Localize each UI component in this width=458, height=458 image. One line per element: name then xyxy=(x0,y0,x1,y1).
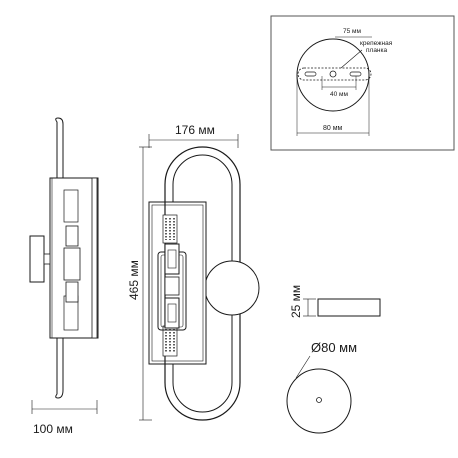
front-canopy xyxy=(204,260,260,316)
side-led-strip-top xyxy=(63,189,79,223)
canopy-side-view: 25 мм xyxy=(289,285,381,318)
side-socket-top xyxy=(65,225,79,247)
plate-caption-line2: планка xyxy=(366,47,388,54)
mounting-center-hole xyxy=(329,70,337,78)
diameter-leader xyxy=(295,355,311,379)
front-view: 176 мм 465 мм xyxy=(127,123,260,421)
side-canopy xyxy=(29,235,45,283)
side-socket-bottom xyxy=(65,281,79,303)
side-back-plate xyxy=(91,177,98,339)
width-label: 176 мм xyxy=(175,123,215,137)
plate-caption-line1: крепежная xyxy=(360,40,393,47)
mounting-slot-left xyxy=(304,71,317,77)
side-view: 100 мм xyxy=(29,117,99,436)
detail-canopy-circle xyxy=(296,38,370,112)
mounting-slot-right xyxy=(349,71,362,77)
canopy-top-circle xyxy=(286,368,352,434)
canopy-height-label: 25 мм xyxy=(289,285,303,318)
canopy-side-rect xyxy=(317,298,381,317)
plate-length-label: 75 мм xyxy=(343,28,362,35)
front-led-top xyxy=(162,214,178,244)
front-socket-bottom xyxy=(164,297,180,329)
canopy-top-view: Ø80 мм xyxy=(286,340,357,434)
depth-label: 100 мм xyxy=(33,422,73,436)
height-label: 465 мм xyxy=(127,260,141,300)
plate-leader-line xyxy=(340,49,363,69)
mounting-plate xyxy=(297,67,372,81)
canopy-top-hole xyxy=(316,397,322,403)
mounting-detail: 75 мм крепежная планка 40 мм 80 мм xyxy=(270,15,455,151)
hole-spacing-label: 40 мм xyxy=(330,91,349,98)
canopy-diameter-label: Ø80 мм xyxy=(311,340,357,355)
canopy-width-label: 80 мм xyxy=(323,125,343,132)
front-socket-top xyxy=(164,243,180,275)
